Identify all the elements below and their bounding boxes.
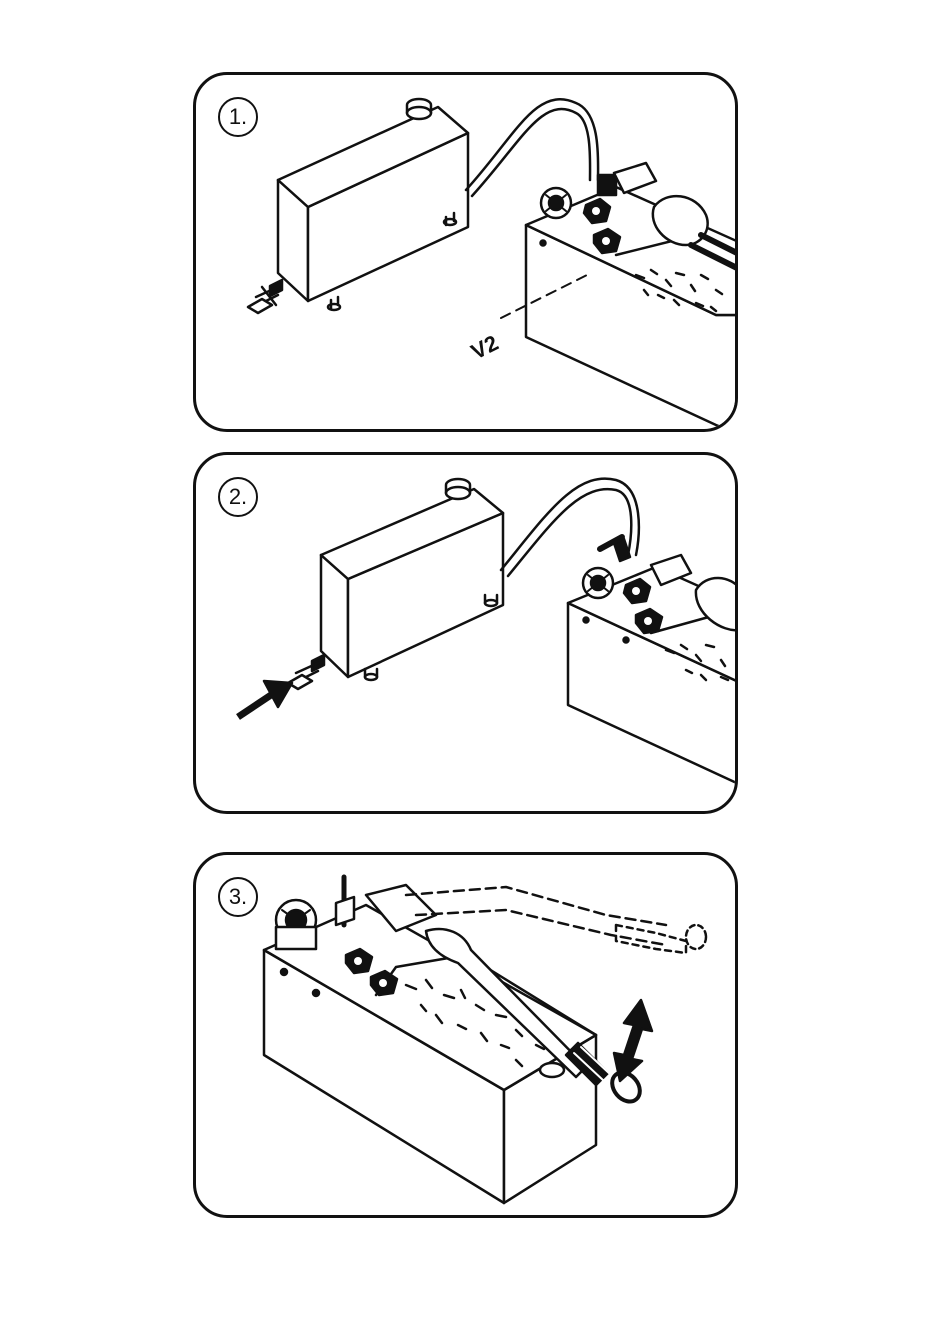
up-down-arrow-icon [614,1000,652,1081]
push-arrow-icon [238,681,292,717]
hose-icon [501,479,639,576]
valve-icon [248,280,282,313]
step-3-panel: 3. [193,852,738,1218]
step-2-panel: 2. [193,452,738,814]
water-tank-icon [321,479,503,680]
step-2-badge: 2. [218,477,258,517]
step-1-badge: 1. [218,97,258,137]
step-3-badge: 3. [218,877,258,917]
hose-icon [466,99,598,196]
pump-icon [526,163,738,432]
step-1-illustration: V2 [196,75,738,432]
step-1-panel: 1. [193,72,738,432]
step-2-illustration [196,455,738,814]
water-tank-icon [278,99,468,310]
valve-icon [288,655,324,689]
pump-icon [568,537,738,785]
valve-callout-label: V2 [467,330,502,364]
step-3-illustration [196,855,738,1218]
